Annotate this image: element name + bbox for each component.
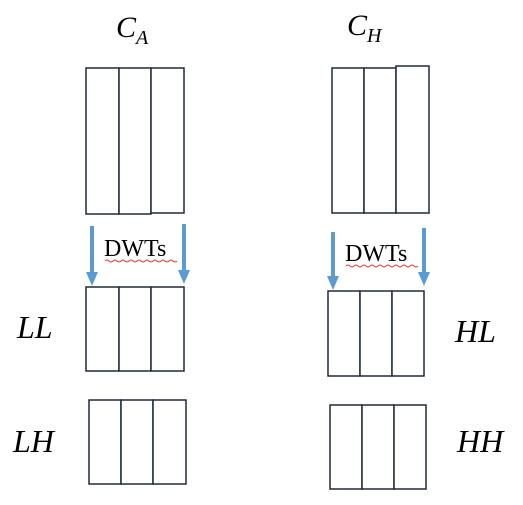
arrow-left-1-head <box>86 272 98 286</box>
arrows-right <box>327 228 430 290</box>
block-ch-column-3 <box>395 65 430 214</box>
title-ch: CH <box>347 9 383 47</box>
label-lh: LH <box>12 423 56 459</box>
block-hh-column-1 <box>329 404 363 490</box>
block-hl-column-3 <box>391 290 425 377</box>
label-ll: LL <box>16 309 53 345</box>
block-ca-column-3 <box>150 67 185 214</box>
block-lh <box>88 399 187 485</box>
dwt-label-right: DWTs <box>345 241 407 267</box>
block-ch-column-2 <box>363 67 397 214</box>
block-hl <box>327 290 425 377</box>
spellcheck-underline-right <box>345 264 419 268</box>
block-ll <box>85 286 185 372</box>
block-hh-column-2 <box>361 404 395 490</box>
title-ch-base: C <box>347 9 368 42</box>
arrow-left-2-head <box>178 270 190 284</box>
block-ll-column-1 <box>85 286 120 372</box>
block-ca-column-2 <box>118 67 152 215</box>
arrows-left <box>86 224 190 286</box>
block-hh <box>329 404 427 490</box>
block-ca <box>85 67 185 215</box>
title-ca-base: C <box>116 11 137 44</box>
title-ch-sub: H <box>366 25 383 47</box>
block-hh-column-3 <box>393 404 427 490</box>
block-lh-column-3 <box>152 399 187 485</box>
block-lh-column-2 <box>120 399 154 485</box>
block-ch-column-1 <box>331 67 365 214</box>
block-ca-column-1 <box>85 67 120 215</box>
dwt-label-left: DWTs <box>104 236 166 262</box>
arrow-right-2-head <box>418 272 430 286</box>
block-ll-column-3 <box>150 286 185 372</box>
label-hl: HL <box>454 313 496 349</box>
block-lh-column-1 <box>88 399 122 485</box>
block-ch <box>331 65 430 214</box>
block-hl-column-1 <box>327 290 361 377</box>
block-ll-column-2 <box>118 286 152 372</box>
spellcheck-underline-left <box>104 259 178 263</box>
title-ca: CA <box>116 11 149 49</box>
block-hl-column-2 <box>359 290 393 377</box>
label-hh: HH <box>456 423 505 459</box>
arrow-right-1-head <box>327 276 339 290</box>
title-ca-sub: A <box>134 27 149 49</box>
